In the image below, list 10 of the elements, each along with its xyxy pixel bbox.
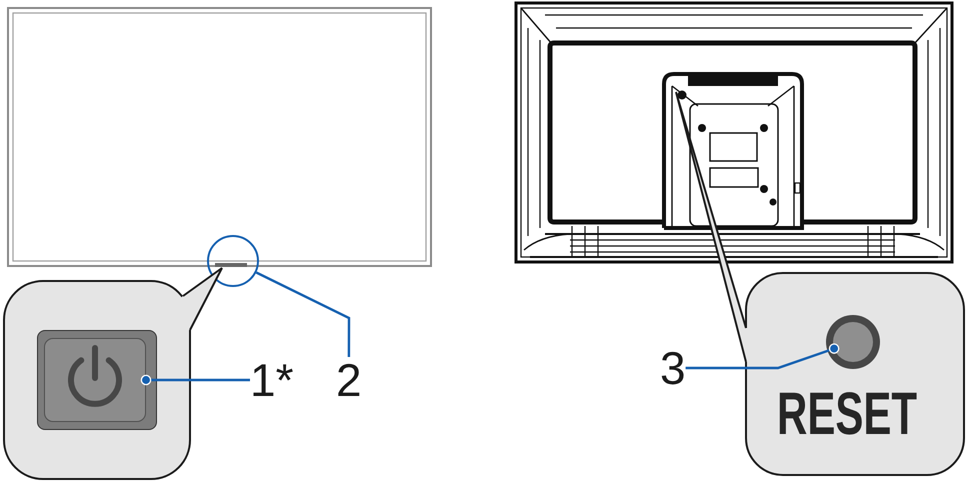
callout-panel <box>3 280 191 480</box>
power-button <box>44 338 146 422</box>
leader-line <box>686 343 840 370</box>
leader-line <box>140 374 250 386</box>
callout-panel <box>745 272 965 476</box>
callout-number: 2 <box>336 357 362 403</box>
callout-number: 3 <box>660 345 686 391</box>
button-label: RESET <box>777 384 918 444</box>
callout-number: 1* <box>250 357 294 403</box>
leader-line <box>256 271 350 357</box>
